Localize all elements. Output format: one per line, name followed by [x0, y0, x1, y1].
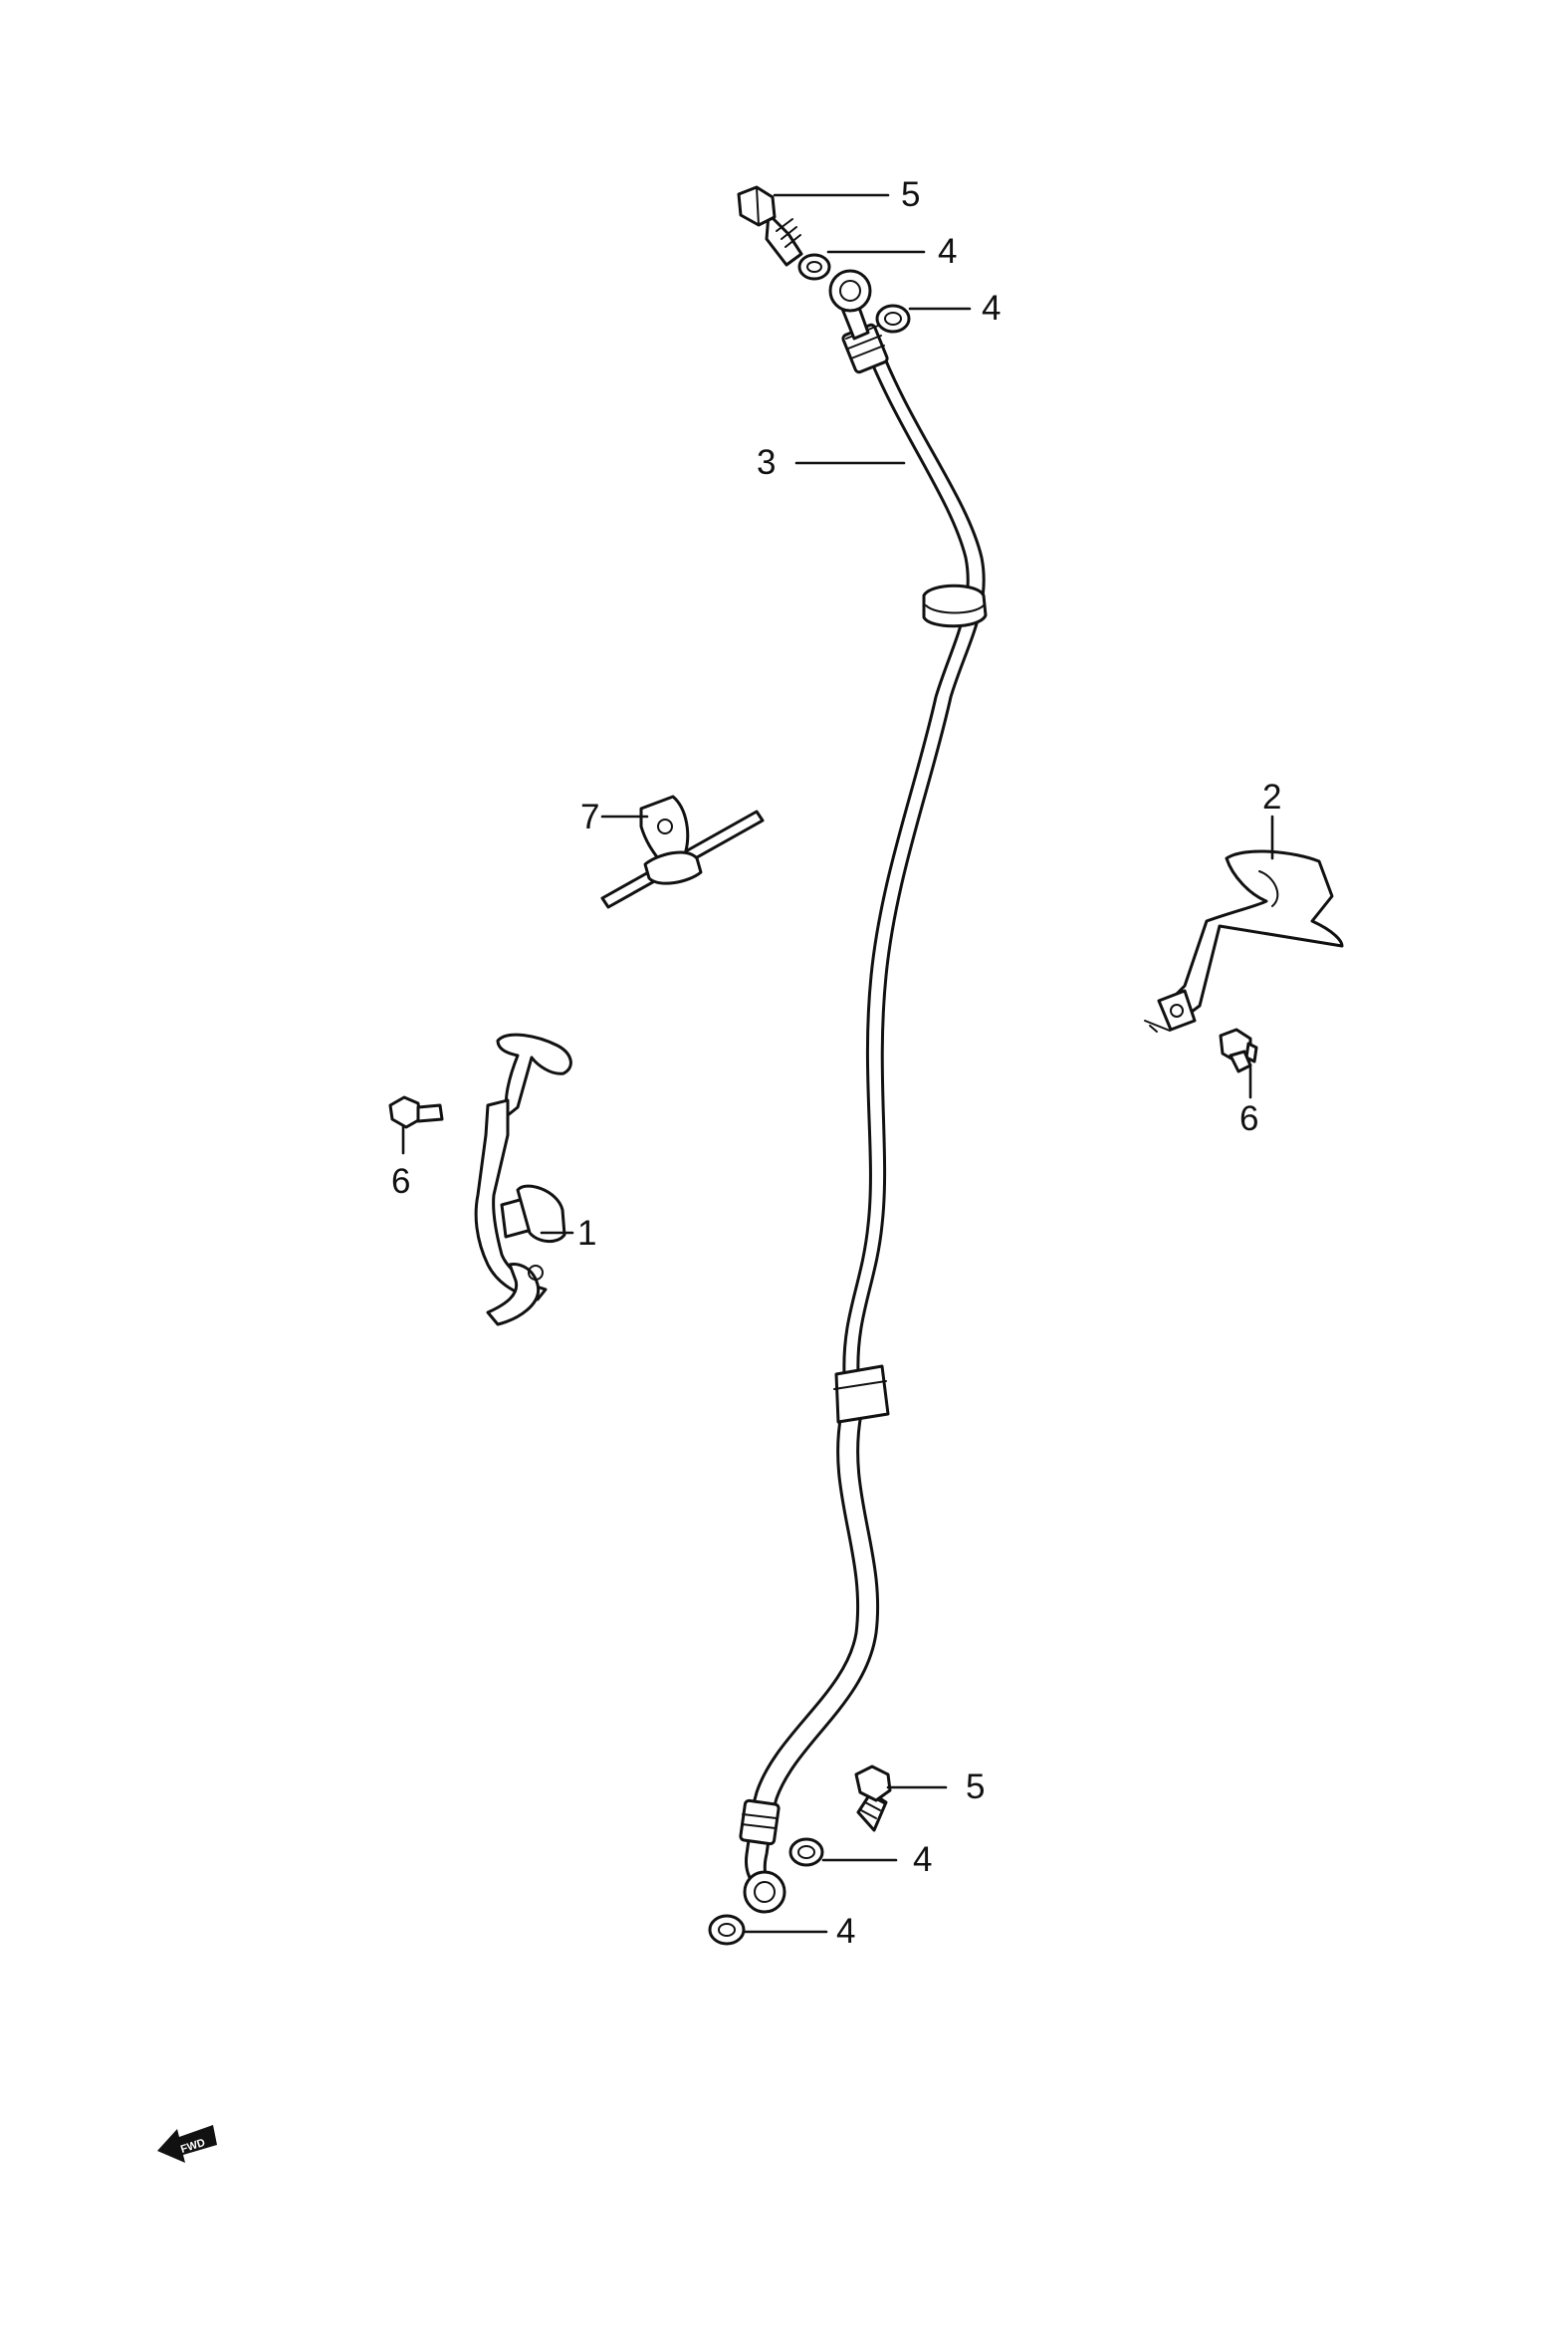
- hose-clamp: [600, 795, 765, 909]
- callout-6-left: 6: [391, 1162, 410, 1201]
- callout-4-top-outer: 4: [938, 232, 957, 271]
- callout-4-bottom-inner: 4: [913, 1840, 932, 1879]
- callout-2: 2: [1262, 778, 1281, 817]
- washer-top-outer: [797, 253, 831, 281]
- callout-7: 7: [580, 798, 599, 836]
- banjo-bolt-top: [737, 185, 803, 267]
- callout-4-bottom-outer: 4: [836, 1912, 855, 1951]
- callout-3: 3: [757, 443, 776, 482]
- banjo-bolt-bottom: [854, 1764, 892, 1832]
- brake-hose: [739, 269, 988, 1914]
- washer-bottom-inner: [788, 1837, 824, 1867]
- bolt-left: [388, 1095, 444, 1129]
- hose-bracket-right: [1144, 849, 1344, 1033]
- bolt-right: [1219, 1028, 1258, 1073]
- hose-bracket-left: [474, 1033, 572, 1326]
- washer-bottom-outer: [708, 1914, 746, 1946]
- callout-5-bottom: 5: [966, 1767, 985, 1806]
- washer-top-inner: [875, 304, 911, 334]
- forward-direction-arrow: FWD: [157, 2125, 217, 2163]
- callout-1: 1: [577, 1214, 596, 1253]
- callout-6-right: 6: [1239, 1099, 1258, 1138]
- callout-5-top: 5: [901, 175, 920, 214]
- callout-4-top-inner: 4: [982, 289, 1001, 328]
